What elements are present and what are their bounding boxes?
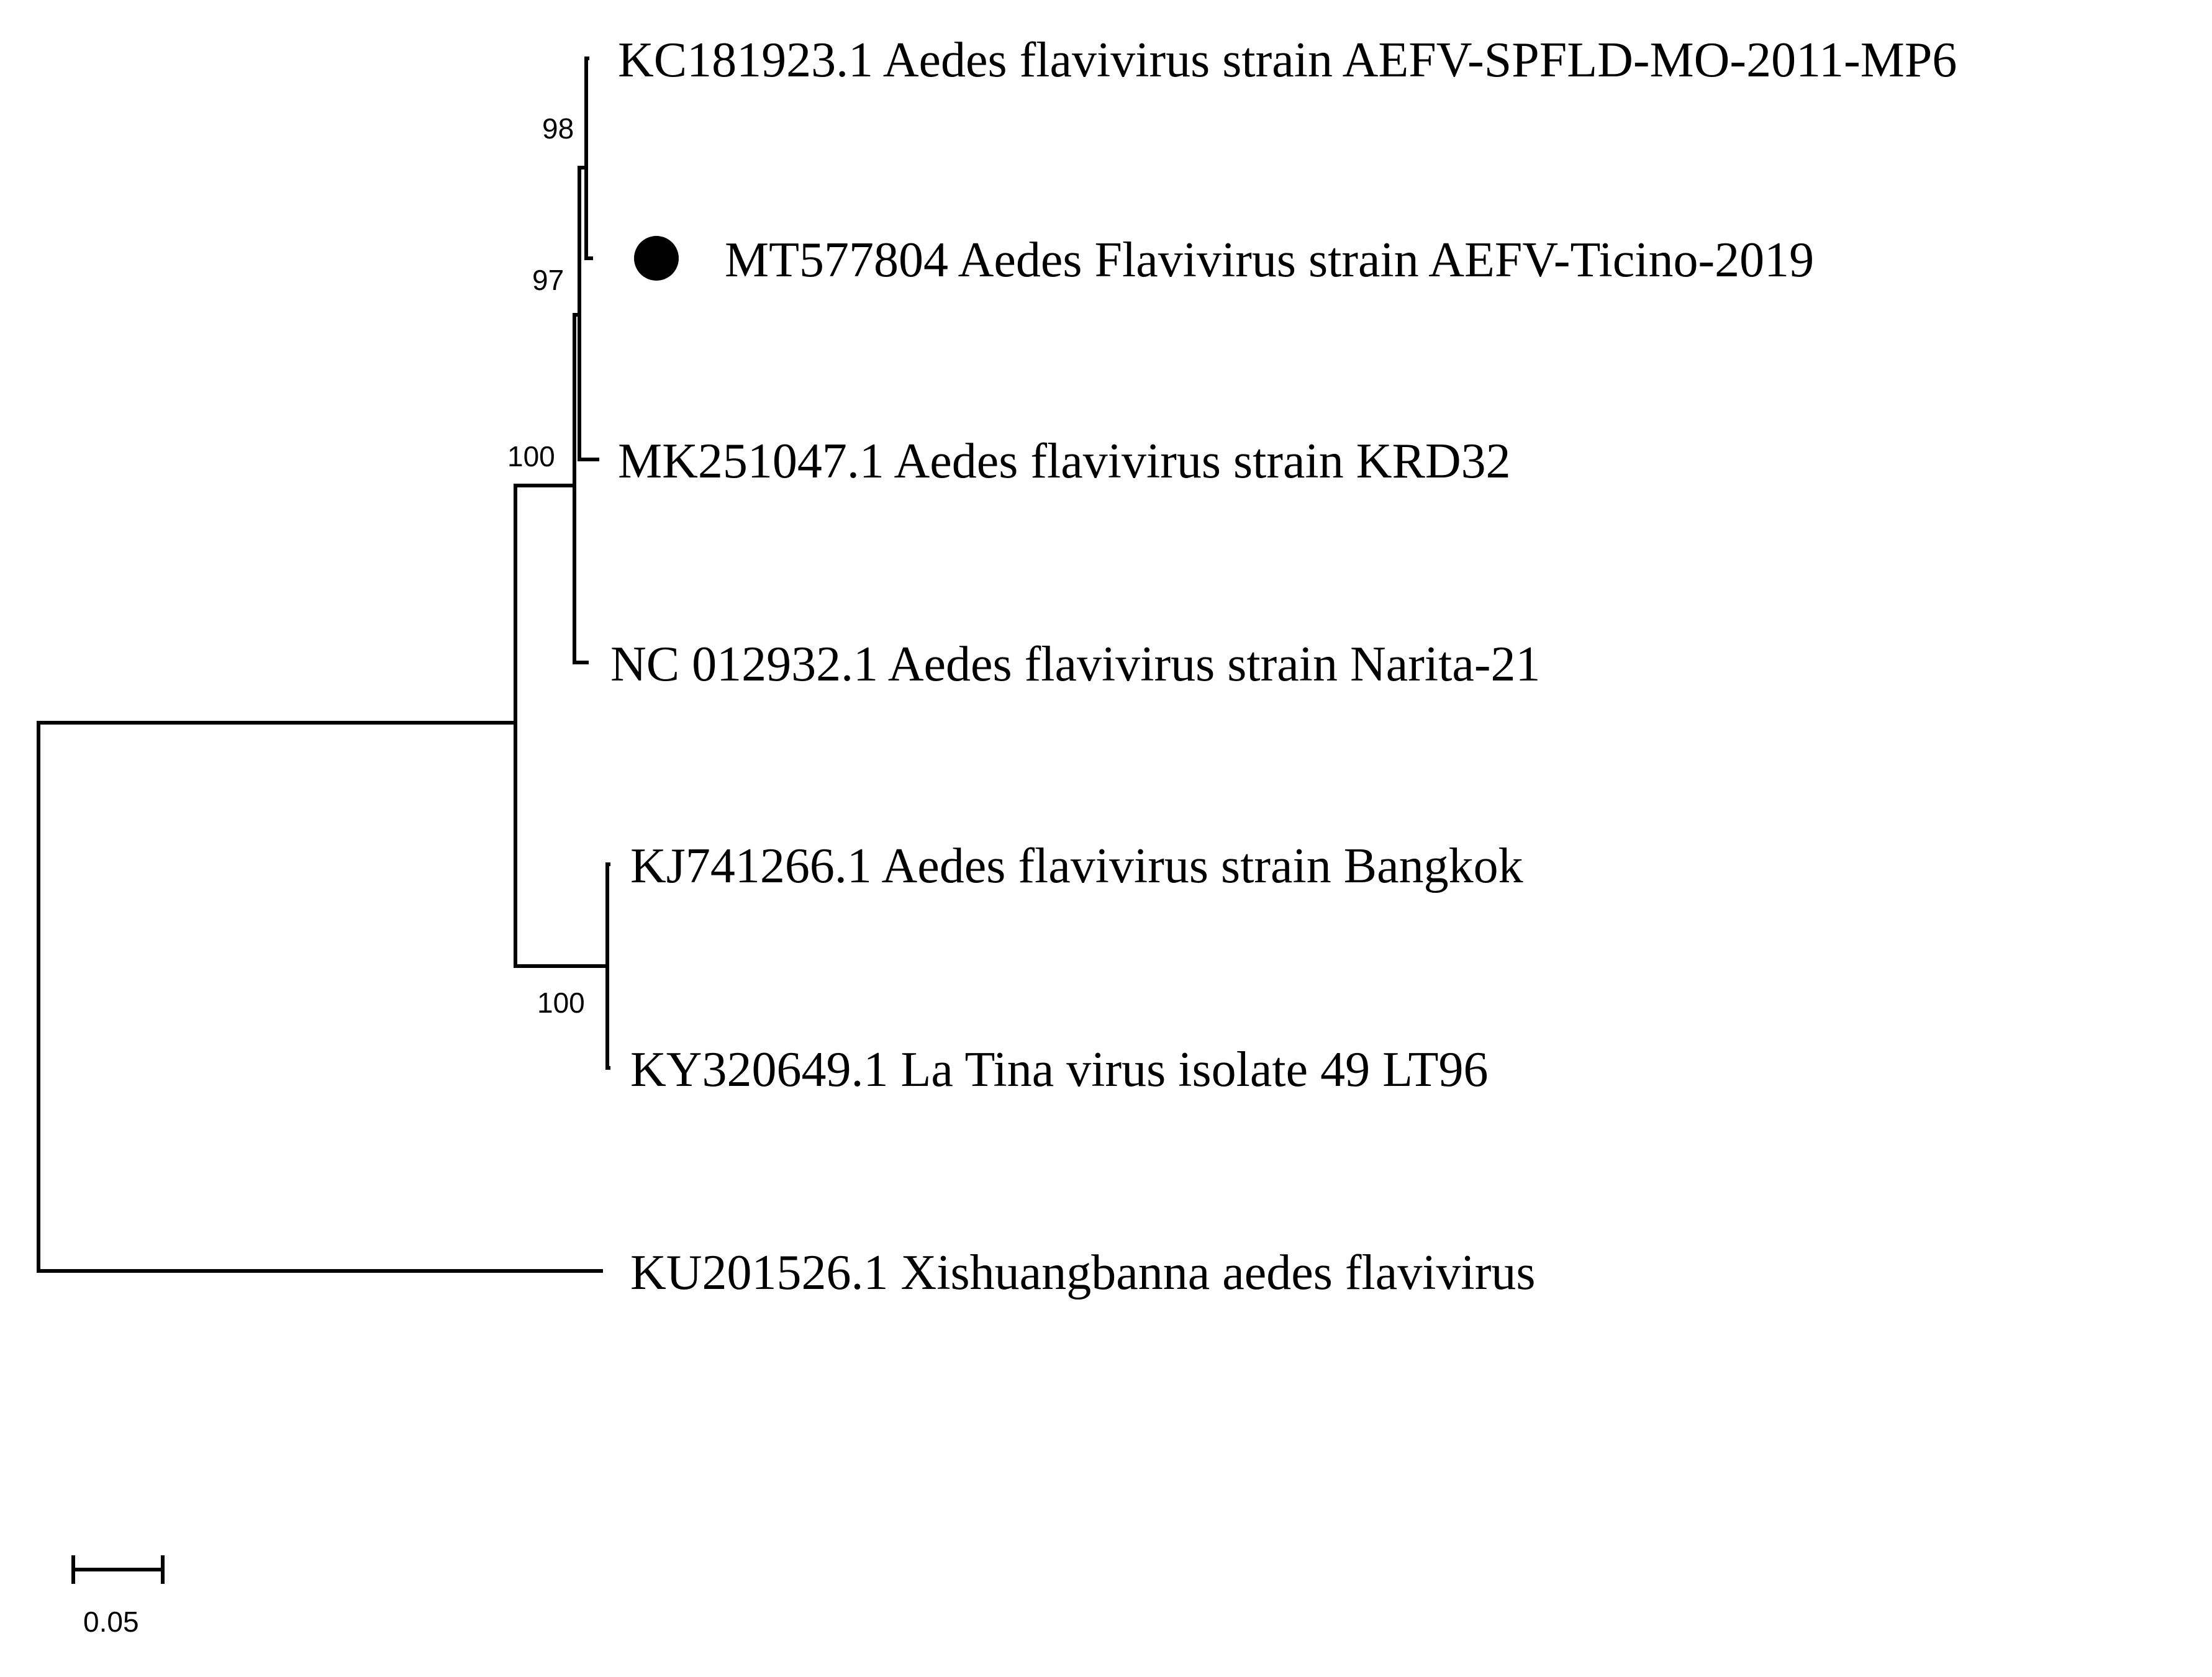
- taxon-label-kc181923: KC181923.1 Aedes flavivirus strain AEFV-…: [618, 33, 1957, 88]
- highlight-dot-icon: [634, 236, 679, 281]
- taxon-label-kj741266: KJ741266.1 Aedes flavivirus strain Bangk…: [630, 839, 1523, 893]
- taxon-label-mk251047: MK251047.1 Aedes flavivirus strain KRD32: [618, 434, 1511, 489]
- scale-bar: 0.05: [71, 1555, 165, 1638]
- bootstrap-value: 100: [537, 987, 585, 1019]
- tree-branches: [37, 57, 610, 1273]
- taxon-label-ky320649: KY320649.1 La Tina virus isolate 49 LT96: [630, 1042, 1488, 1097]
- taxon-label-ku201526: KU201526.1 Xishuangbanna aedes flaviviru…: [630, 1245, 1535, 1300]
- taxon-label-nc012932: NC 012932.1 Aedes flavivirus strain Nari…: [610, 637, 1541, 692]
- taxon-label-mt577804: MT577804 Aedes Flavivirus strain AEFV-Ti…: [725, 233, 1814, 287]
- scale-bar-label: 0.05: [83, 1606, 139, 1638]
- bootstrap-value: 98: [542, 112, 574, 145]
- bootstrap-value: 97: [532, 264, 564, 296]
- taxon-labels: KC181923.1 Aedes flavivirus strain AEFV-…: [610, 33, 1957, 1300]
- scale-bar-line: [71, 1555, 165, 1584]
- bootstrap-value: 100: [507, 440, 555, 472]
- bootstrap-values: 98 97 100 100: [507, 112, 585, 1019]
